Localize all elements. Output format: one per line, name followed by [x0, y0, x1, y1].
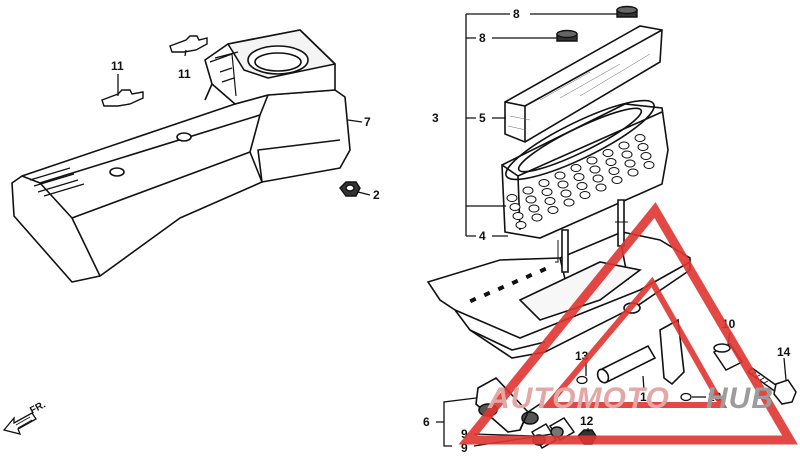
perforation-hole: [560, 189, 572, 198]
perforation-hole: [637, 143, 649, 151]
perforation-hole: [544, 197, 556, 205]
perforation-hole: [608, 167, 620, 175]
callout-11-right: 11: [178, 67, 191, 81]
perforation-hole: [627, 168, 639, 177]
filter-perforations: [506, 134, 655, 229]
perforation-hole: [595, 183, 607, 192]
air-cleaner-cover: [11, 29, 351, 283]
perforation-hole: [621, 150, 633, 159]
front-direction-indicator: FR.: [2, 399, 48, 435]
callout-7: 7: [364, 115, 371, 129]
callout-3: 3: [432, 111, 439, 125]
air-cleaner-case: [426, 199, 691, 359]
paper-filter: [501, 99, 669, 239]
clip: [576, 375, 692, 402]
watermark-logo-icon: [458, 202, 798, 445]
perforation-hole: [528, 204, 540, 213]
perforation-hole: [557, 180, 569, 189]
perforation-hole: [515, 221, 527, 229]
perforation-hole: [525, 195, 537, 204]
leader-lines: [117, 13, 787, 447]
callout-9-upper: 9: [461, 427, 468, 441]
callout-2: 2: [373, 188, 380, 202]
perforation-hole: [602, 149, 614, 157]
perforation-hole: [506, 194, 518, 202]
callout-8-lower: 8: [479, 31, 486, 45]
nut-part-2: [339, 181, 361, 197]
perforation-hole: [634, 134, 646, 142]
watermark-text-right: HUB: [706, 382, 774, 415]
perforation-hole: [640, 152, 652, 160]
callout-9-lower: 9: [461, 441, 468, 455]
perforation-hole: [592, 174, 604, 183]
callout-11-left: 11: [111, 59, 124, 73]
perforation-hole: [509, 203, 521, 211]
perforation-hole: [643, 161, 655, 169]
wing-nut: [101, 35, 208, 107]
watermark: AUTOMOTO HUB: [487, 382, 774, 415]
watermark-text-left: AUTOMOTO: [487, 382, 670, 415]
callout-5: 5: [479, 111, 486, 125]
perforation-hole: [512, 212, 524, 220]
perforation-hole: [618, 141, 630, 150]
perforation-hole: [573, 173, 585, 181]
perforation-hole: [589, 165, 601, 174]
collar-part-10: [712, 343, 744, 371]
perforation-hole: [624, 159, 636, 168]
perforation-hole: [538, 179, 550, 187]
perforation-hole: [605, 158, 617, 166]
callout-14: 14: [777, 345, 791, 359]
callout-12: 12: [580, 414, 594, 428]
perforation-hole: [579, 191, 591, 199]
perforation-hole: [554, 171, 566, 180]
callout-8-upper: 8: [513, 7, 520, 21]
perforation-hole: [586, 156, 598, 165]
callout-1: 1: [640, 390, 647, 404]
perforation-hole: [611, 176, 623, 184]
grommet: [556, 5, 638, 42]
foam-element: [504, 25, 663, 143]
hose: [596, 318, 685, 386]
perforation-hole: [576, 182, 588, 190]
perforation-hole: [570, 164, 582, 172]
callout-6: 6: [423, 415, 430, 429]
arrow-icon: [2, 412, 37, 435]
callout-4: 4: [479, 229, 486, 243]
perforation-hole: [531, 213, 543, 222]
front-label: FR.: [28, 399, 48, 416]
perforation-hole: [563, 198, 575, 207]
perforation-hole: [522, 186, 534, 195]
perforation-hole: [547, 206, 559, 214]
perforation-hole: [541, 188, 553, 196]
